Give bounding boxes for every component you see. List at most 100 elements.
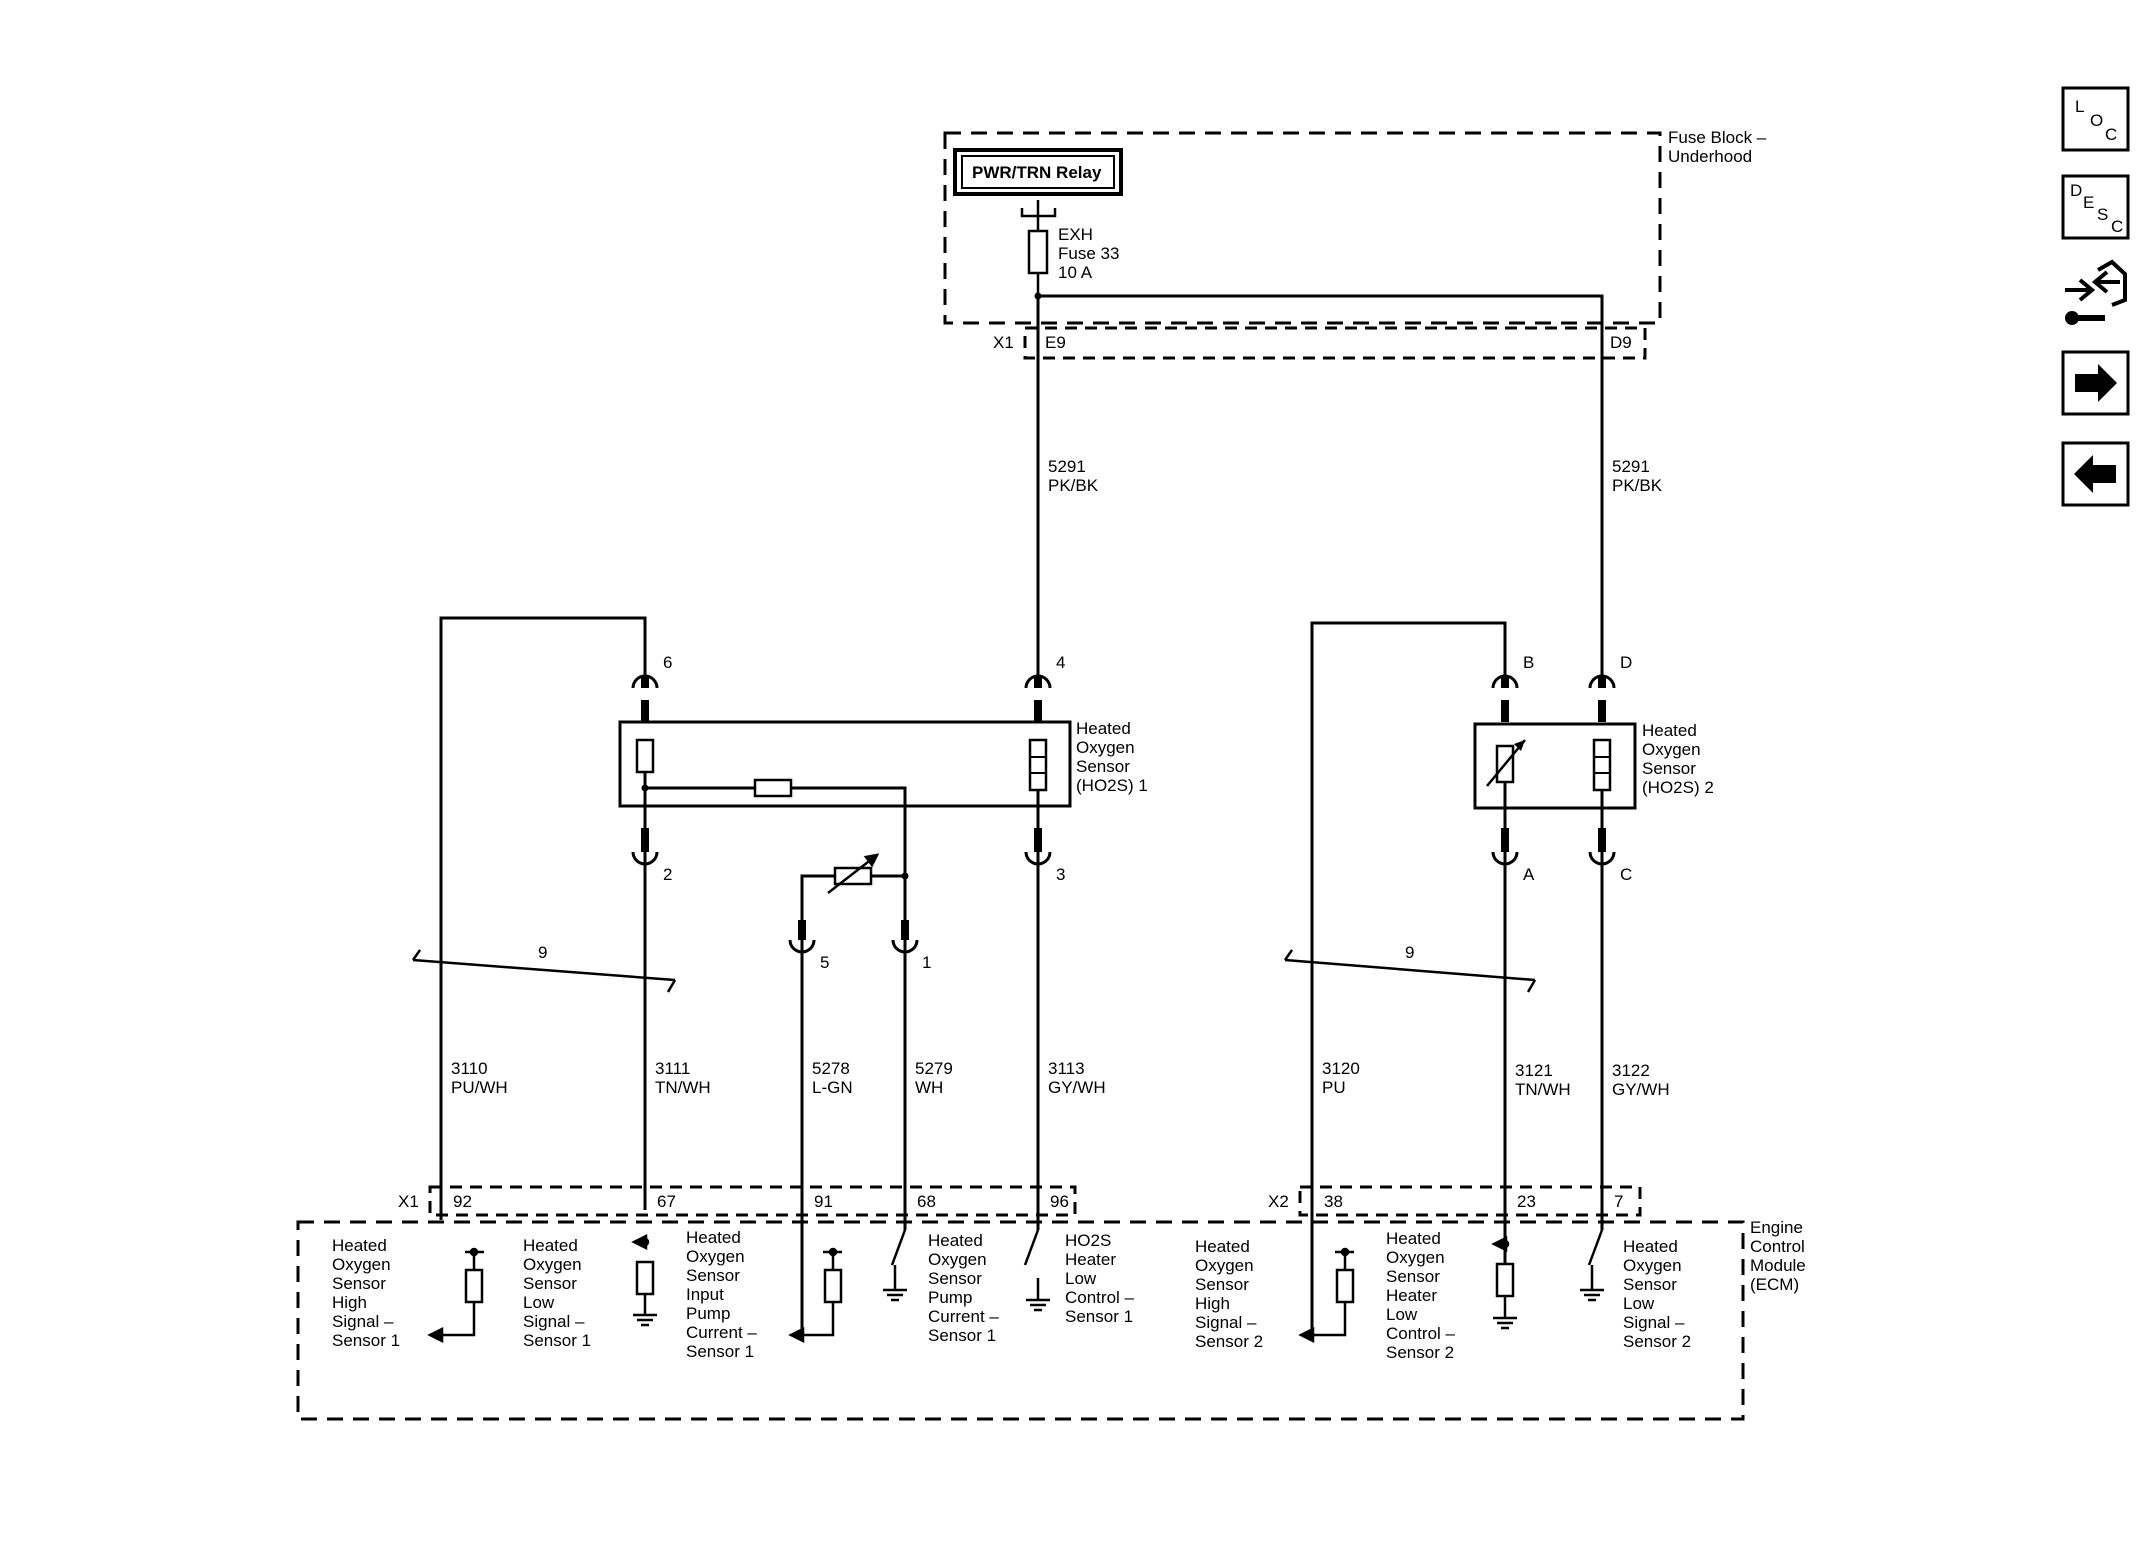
twisted-pair-marker-2 — [1283, 949, 1537, 993]
ecm-circuit-c2: Heated Oxygen Sensor Low Signal – Sensor… — [523, 1236, 591, 1350]
fuse-line1: EXH — [1058, 225, 1093, 244]
svg-text:Low: Low — [1386, 1305, 1418, 1324]
svg-text:Oxygen: Oxygen — [1386, 1248, 1445, 1267]
pwr-trn-relay: PWR/TRN Relay — [953, 148, 1123, 196]
ecm-connector-x2 — [1298, 1185, 1642, 1217]
svg-text:High: High — [332, 1293, 367, 1312]
s1-pin-5: 5 — [820, 953, 829, 972]
wire-5279-num: 5279 — [915, 1059, 953, 1078]
ecm-label-1: Engine — [1750, 1218, 1803, 1237]
s2-label-3: Sensor — [1642, 759, 1696, 778]
desc-letter-s: S — [2097, 205, 2108, 224]
fuse-block-title-line1: Fuse Block – — [1668, 128, 1767, 147]
fuse-connector-name: X1 — [993, 333, 1014, 352]
wire-5291-left-color: PK/BK — [1048, 476, 1099, 495]
s2-label-2: Oxygen — [1642, 740, 1701, 759]
ecm-circuit-c6: Heated Oxygen Sensor High Signal – Senso… — [1195, 1237, 1263, 1351]
s2-label-4: (HO2S) 2 — [1642, 778, 1714, 797]
s2-label-1: Heated — [1642, 721, 1697, 740]
svg-text:Heater: Heater — [1386, 1286, 1437, 1305]
wire-3121-color: TN/WH — [1515, 1080, 1571, 1099]
desc-letter-d: D — [2070, 181, 2082, 200]
ecm-x1-pin-67: 67 — [657, 1192, 676, 1211]
svg-text:Control –: Control – — [1065, 1288, 1135, 1307]
svg-text:Sensor: Sensor — [928, 1269, 982, 1288]
svg-text:Oxygen: Oxygen — [332, 1255, 391, 1274]
ecm-x1-name: X1 — [398, 1192, 419, 1211]
wire-3122-color: GY/WH — [1612, 1080, 1670, 1099]
twisted-pair-marker-1 — [411, 949, 677, 993]
forward-arrow-icon — [2075, 364, 2117, 402]
loc-button[interactable]: L O C — [2061, 86, 2130, 152]
s2-pin-c: C — [1620, 865, 1632, 884]
svg-text:Sensor: Sensor — [332, 1274, 386, 1293]
ecm-module: Engine Control Module (ECM) X1 92 67 91 … — [296, 1185, 1806, 1421]
svg-text:Current –: Current – — [928, 1307, 999, 1326]
ecm-x2-pin-23: 23 — [1517, 1192, 1536, 1211]
connector-hooks — [631, 674, 1616, 954]
svg-text:Heated: Heated — [1623, 1237, 1678, 1256]
ecm-circuit-c1: Heated Oxygen Sensor High Signal – Senso… — [332, 1236, 400, 1350]
forward-button[interactable] — [2061, 350, 2130, 416]
svg-text:Oxygen: Oxygen — [523, 1255, 582, 1274]
svg-text:Signal –: Signal – — [332, 1312, 394, 1331]
svg-text:Sensor 1: Sensor 1 — [686, 1342, 754, 1361]
desc-button[interactable]: D E S C — [2061, 174, 2130, 240]
wire-3122-num: 3122 — [1612, 1061, 1650, 1080]
ecm-boundary — [296, 1220, 1745, 1421]
svg-text:Heated: Heated — [928, 1231, 983, 1250]
svg-text:Low: Low — [1623, 1294, 1655, 1313]
ecm-circuit-c3: Heated Oxygen Sensor Input Pump Current … — [686, 1228, 757, 1361]
svg-text:Control –: Control – — [1386, 1324, 1456, 1343]
s1-label-3: Sensor — [1076, 757, 1130, 776]
svg-text:Low: Low — [1065, 1269, 1097, 1288]
ecm-circuit-c8: Heated Oxygen Sensor Low Signal – Sensor… — [1623, 1237, 1691, 1351]
connector-stubs — [641, 676, 1606, 940]
svg-text:Sensor 1: Sensor 1 — [928, 1326, 996, 1345]
back-button[interactable] — [2061, 441, 2130, 507]
wire-3113-color: GY/WH — [1048, 1078, 1106, 1097]
s1-label-2: Oxygen — [1076, 738, 1135, 757]
wire-5278-color: L-GN — [812, 1078, 853, 1097]
s1-pin-6: 6 — [663, 653, 672, 672]
ecm-circuit-c7: Heated Oxygen Sensor Heater Low Control … — [1386, 1229, 1456, 1362]
svg-text:Heater: Heater — [1065, 1250, 1116, 1269]
ecm-label-4: (ECM) — [1750, 1275, 1799, 1294]
twist-count-2: 9 — [1405, 943, 1414, 962]
connector-wrench-icon[interactable] — [2065, 259, 2127, 325]
relay-label: PWR/TRN Relay — [972, 163, 1102, 182]
svg-text:Signal –: Signal – — [523, 1312, 585, 1331]
fuse-33 — [1020, 200, 1057, 300]
wire-5291-right-color: PK/BK — [1612, 476, 1663, 495]
loc-letter-l: L — [2075, 97, 2084, 116]
wire-3120-num: 3120 — [1322, 1059, 1360, 1078]
s1-pin-4: 4 — [1056, 653, 1065, 672]
svg-text:Sensor 2: Sensor 2 — [1386, 1343, 1454, 1362]
ecm-x1-pin-68: 68 — [917, 1192, 936, 1211]
loc-letter-c: C — [2105, 125, 2117, 144]
wire-3120-color: PU — [1322, 1078, 1346, 1097]
svg-text:Input: Input — [686, 1285, 724, 1304]
fuse-block-title-line2: Underhood — [1668, 147, 1752, 166]
fuse-block: Fuse Block – Underhood PWR/TRN Relay EXH… — [943, 128, 1767, 360]
wire-5278-num: 5278 — [812, 1059, 850, 1078]
svg-text:Signal –: Signal – — [1623, 1313, 1685, 1332]
ecm-x1-pin-92: 92 — [453, 1192, 472, 1211]
svg-text:Pump: Pump — [928, 1288, 972, 1307]
fuse-block-connector-x1 — [1023, 326, 1647, 360]
svg-text:Heated: Heated — [686, 1228, 741, 1247]
svg-text:Sensor 1: Sensor 1 — [523, 1331, 591, 1350]
svg-text:Heated: Heated — [332, 1236, 387, 1255]
wire-3113-num: 3113 — [1048, 1059, 1085, 1078]
ecm-connector-x1 — [428, 1185, 1077, 1217]
svg-text:Sensor: Sensor — [523, 1274, 577, 1293]
svg-text:Oxygen: Oxygen — [686, 1247, 745, 1266]
svg-text:Oxygen: Oxygen — [1195, 1256, 1254, 1275]
wire-3110-num: 3110 — [451, 1059, 488, 1078]
fuse-line2: Fuse 33 — [1058, 244, 1119, 263]
fuse-line3: 10 A — [1058, 263, 1093, 282]
fuse-pin-e9: E9 — [1045, 333, 1066, 352]
svg-text:Oxygen: Oxygen — [1623, 1256, 1682, 1275]
svg-text:Sensor 1: Sensor 1 — [332, 1331, 400, 1350]
back-arrow-icon — [2074, 455, 2116, 493]
